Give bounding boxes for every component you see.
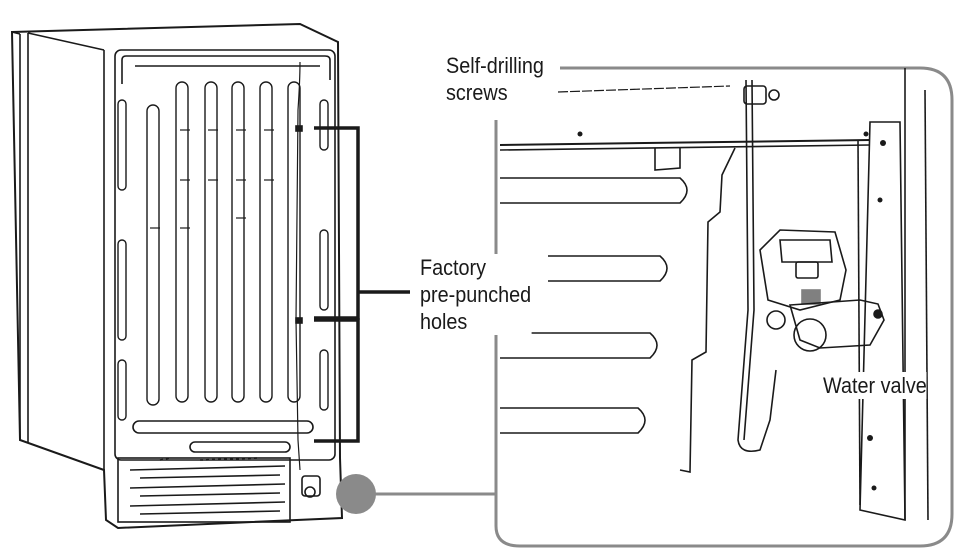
screws-label-line2: screws	[446, 80, 508, 105]
screws-label-line1: Self-drilling	[446, 53, 544, 78]
holes-label-line1: Factory	[420, 255, 487, 280]
coil-tubes	[117, 81, 329, 421]
factory-holes-label: Factory pre-punched holes	[420, 254, 532, 335]
detail-panel	[494, 66, 954, 548]
refrigerator-back	[10, 22, 344, 530]
water-valve-text: Water valve	[823, 373, 927, 398]
holes-label-line2: pre-punched	[420, 282, 532, 307]
water-valve-label: Water valve	[823, 372, 927, 399]
holes-bracket	[314, 126, 410, 443]
self-drilling-screws-label: Self-drilling screws	[446, 52, 544, 106]
zoom-marker	[336, 474, 496, 514]
holes-label-line3: holes	[420, 309, 468, 334]
